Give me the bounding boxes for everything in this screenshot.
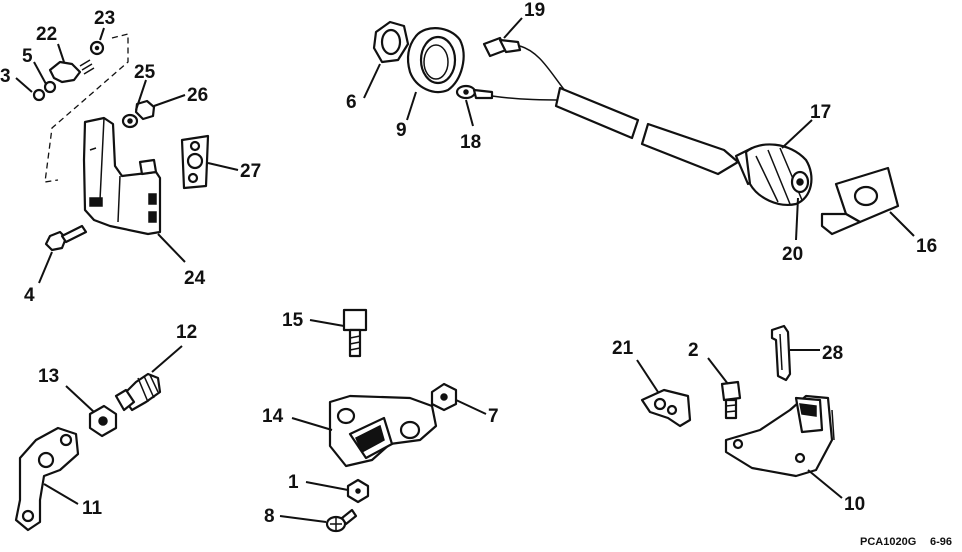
callout-8: 8 [264, 506, 275, 527]
callout-25: 25 [134, 62, 156, 83]
part-11-arm [14, 426, 80, 532]
part-22-ball-stud [48, 59, 95, 84]
part-16-bracket [820, 166, 900, 236]
part-9-bushing [406, 27, 465, 94]
callout-26: 26 [187, 85, 208, 106]
callout-2: 2 [688, 340, 699, 361]
callout-24: 24 [184, 268, 206, 289]
callout-19: 19 [524, 0, 545, 21]
part-19-terminal [482, 36, 522, 58]
part-25-washer [121, 113, 139, 129]
callout-9: 9 [396, 120, 407, 141]
callout-20: 20 [782, 244, 803, 265]
part-8-screw [325, 508, 358, 533]
callout-15: 15 [282, 310, 304, 331]
callout-3: 3 [0, 66, 11, 87]
callout-labels: 3 5 22 23 25 26 27 24 4 6 9 18 19 17 20 … [0, 0, 937, 527]
drawing-code: PCA1020G [860, 536, 916, 547]
part-1-washer [346, 478, 370, 504]
callout-10: 10 [844, 494, 865, 515]
part-10-bracket [724, 394, 835, 478]
callout-23: 23 [94, 8, 115, 29]
callout-6: 6 [346, 92, 357, 113]
callout-28: 28 [822, 343, 843, 364]
part-3-nut [32, 88, 46, 102]
part-17-wire-harness [491, 45, 813, 206]
callout-22: 22 [36, 24, 57, 45]
part-4-screw [44, 224, 88, 252]
part-6-nut [372, 20, 410, 64]
part-7-nut [430, 382, 458, 412]
leader-lines [15, 17, 915, 523]
callout-21: 21 [612, 338, 634, 359]
part-26-nut [134, 99, 156, 121]
part-21-clip [640, 388, 692, 428]
part-15-bolt [342, 308, 368, 358]
callout-7: 7 [488, 406, 499, 427]
part-23-washer [89, 40, 105, 56]
part-24-bracket [82, 116, 162, 236]
part-5-washer [43, 80, 57, 94]
part-13-nut [88, 404, 118, 438]
callout-11: 11 [82, 498, 103, 519]
callout-17: 17 [810, 102, 831, 123]
part-12-stud [114, 372, 162, 412]
assembly-guide-line [44, 33, 129, 183]
date-code: 6-96 [930, 536, 952, 547]
part-28-clip [770, 324, 792, 382]
part-18-ring-terminal [455, 84, 494, 100]
callout-16: 16 [916, 236, 937, 257]
callout-12: 12 [176, 322, 197, 343]
callout-5: 5 [22, 46, 33, 67]
callout-13: 13 [38, 366, 59, 387]
callout-14: 14 [262, 406, 284, 427]
callout-1: 1 [288, 472, 299, 493]
part-14-bracket [328, 394, 438, 468]
callout-18: 18 [460, 132, 481, 153]
callout-4: 4 [24, 285, 35, 306]
drawing-footer: PCA1020G 6-96 [860, 536, 952, 548]
part-2-bolt [720, 380, 742, 420]
callout-27: 27 [240, 161, 261, 182]
part-27-plate [180, 134, 210, 190]
